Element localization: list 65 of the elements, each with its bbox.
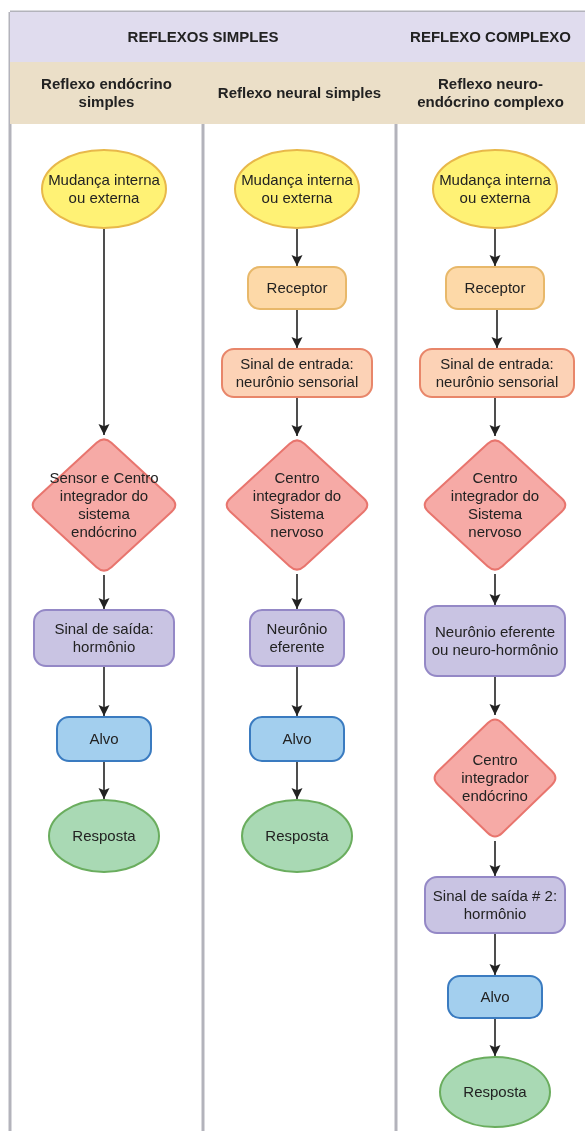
header-cell xyxy=(10,62,203,124)
oval-node xyxy=(234,149,360,229)
arrow xyxy=(98,666,110,717)
node-label: Sinal de saída: hormônio xyxy=(53,620,155,656)
process-box xyxy=(447,975,543,1019)
process-box xyxy=(247,266,347,310)
header-text: REFLEXO COMPLEXO xyxy=(410,28,571,46)
node-label: Sinal de entrada: neurônio sensorial xyxy=(434,355,560,391)
arrow xyxy=(291,228,303,267)
header-text: Reflexo neural simples xyxy=(217,84,382,102)
node-label: Receptor xyxy=(464,279,526,297)
header-text: REFLEXOS SIMPLES xyxy=(127,28,279,46)
arrow xyxy=(489,676,501,716)
node-label: Mudança interna ou externa xyxy=(438,171,552,207)
node-label: Receptor xyxy=(266,279,328,297)
node-label: Resposta xyxy=(463,1083,527,1101)
arrow xyxy=(489,397,501,437)
arrow xyxy=(291,397,303,437)
arrow xyxy=(98,761,110,800)
arrow xyxy=(291,573,303,610)
node-label: Centro integrador do Sistema nervoso xyxy=(251,469,343,541)
process-box xyxy=(424,876,566,934)
process-box xyxy=(56,716,152,762)
arrow xyxy=(291,761,303,800)
header-text: Reflexo neuro-endócrino complexo xyxy=(416,75,565,111)
process-box xyxy=(221,348,373,398)
process-box xyxy=(249,716,345,762)
oval-node xyxy=(41,149,167,229)
node-label: Alvo xyxy=(480,988,510,1006)
arrow xyxy=(291,666,303,717)
header-text: Reflexo endócrino simples xyxy=(40,75,173,111)
arrow xyxy=(489,573,501,606)
node-label: Alvo xyxy=(89,730,119,748)
node-label: Resposta xyxy=(72,827,136,845)
oval-node xyxy=(439,1056,551,1128)
node-label: Sinal de saída # 2: hormônio xyxy=(431,887,559,923)
oval-node xyxy=(241,799,353,873)
arrow xyxy=(98,574,110,610)
process-box xyxy=(445,266,545,310)
oval-node xyxy=(432,149,558,229)
node-label: Neurônio eferente xyxy=(265,620,329,656)
process-box xyxy=(419,348,575,398)
node-label: Sensor e Centro integrador do sistema endócrino xyxy=(49,469,159,541)
oval-node xyxy=(48,799,160,873)
arrow xyxy=(98,228,110,436)
process-box xyxy=(33,609,175,667)
arrow xyxy=(489,1018,501,1057)
node-label: Alvo xyxy=(282,730,312,748)
header-cell xyxy=(396,12,585,62)
arrow xyxy=(489,933,501,976)
node-label: Centro integrador do Sistema nervoso xyxy=(449,469,541,541)
arrow xyxy=(489,840,501,877)
node-label: Resposta xyxy=(265,827,329,845)
node-label: Centro integrador endócrino xyxy=(460,751,530,805)
node-label: Neurônio eferente ou neuro-hormônio xyxy=(430,623,560,659)
arrow xyxy=(291,309,303,349)
arrow xyxy=(491,309,503,349)
node-label: Sinal de entrada: neurônio sensorial xyxy=(234,355,360,391)
process-box xyxy=(249,609,345,667)
node-label: Mudança interna ou externa xyxy=(240,171,354,207)
header-cell xyxy=(10,12,396,62)
process-box xyxy=(424,605,566,677)
node-label: Mudança interna ou externa xyxy=(47,171,161,207)
arrow xyxy=(489,228,501,267)
header-cell xyxy=(396,62,585,124)
